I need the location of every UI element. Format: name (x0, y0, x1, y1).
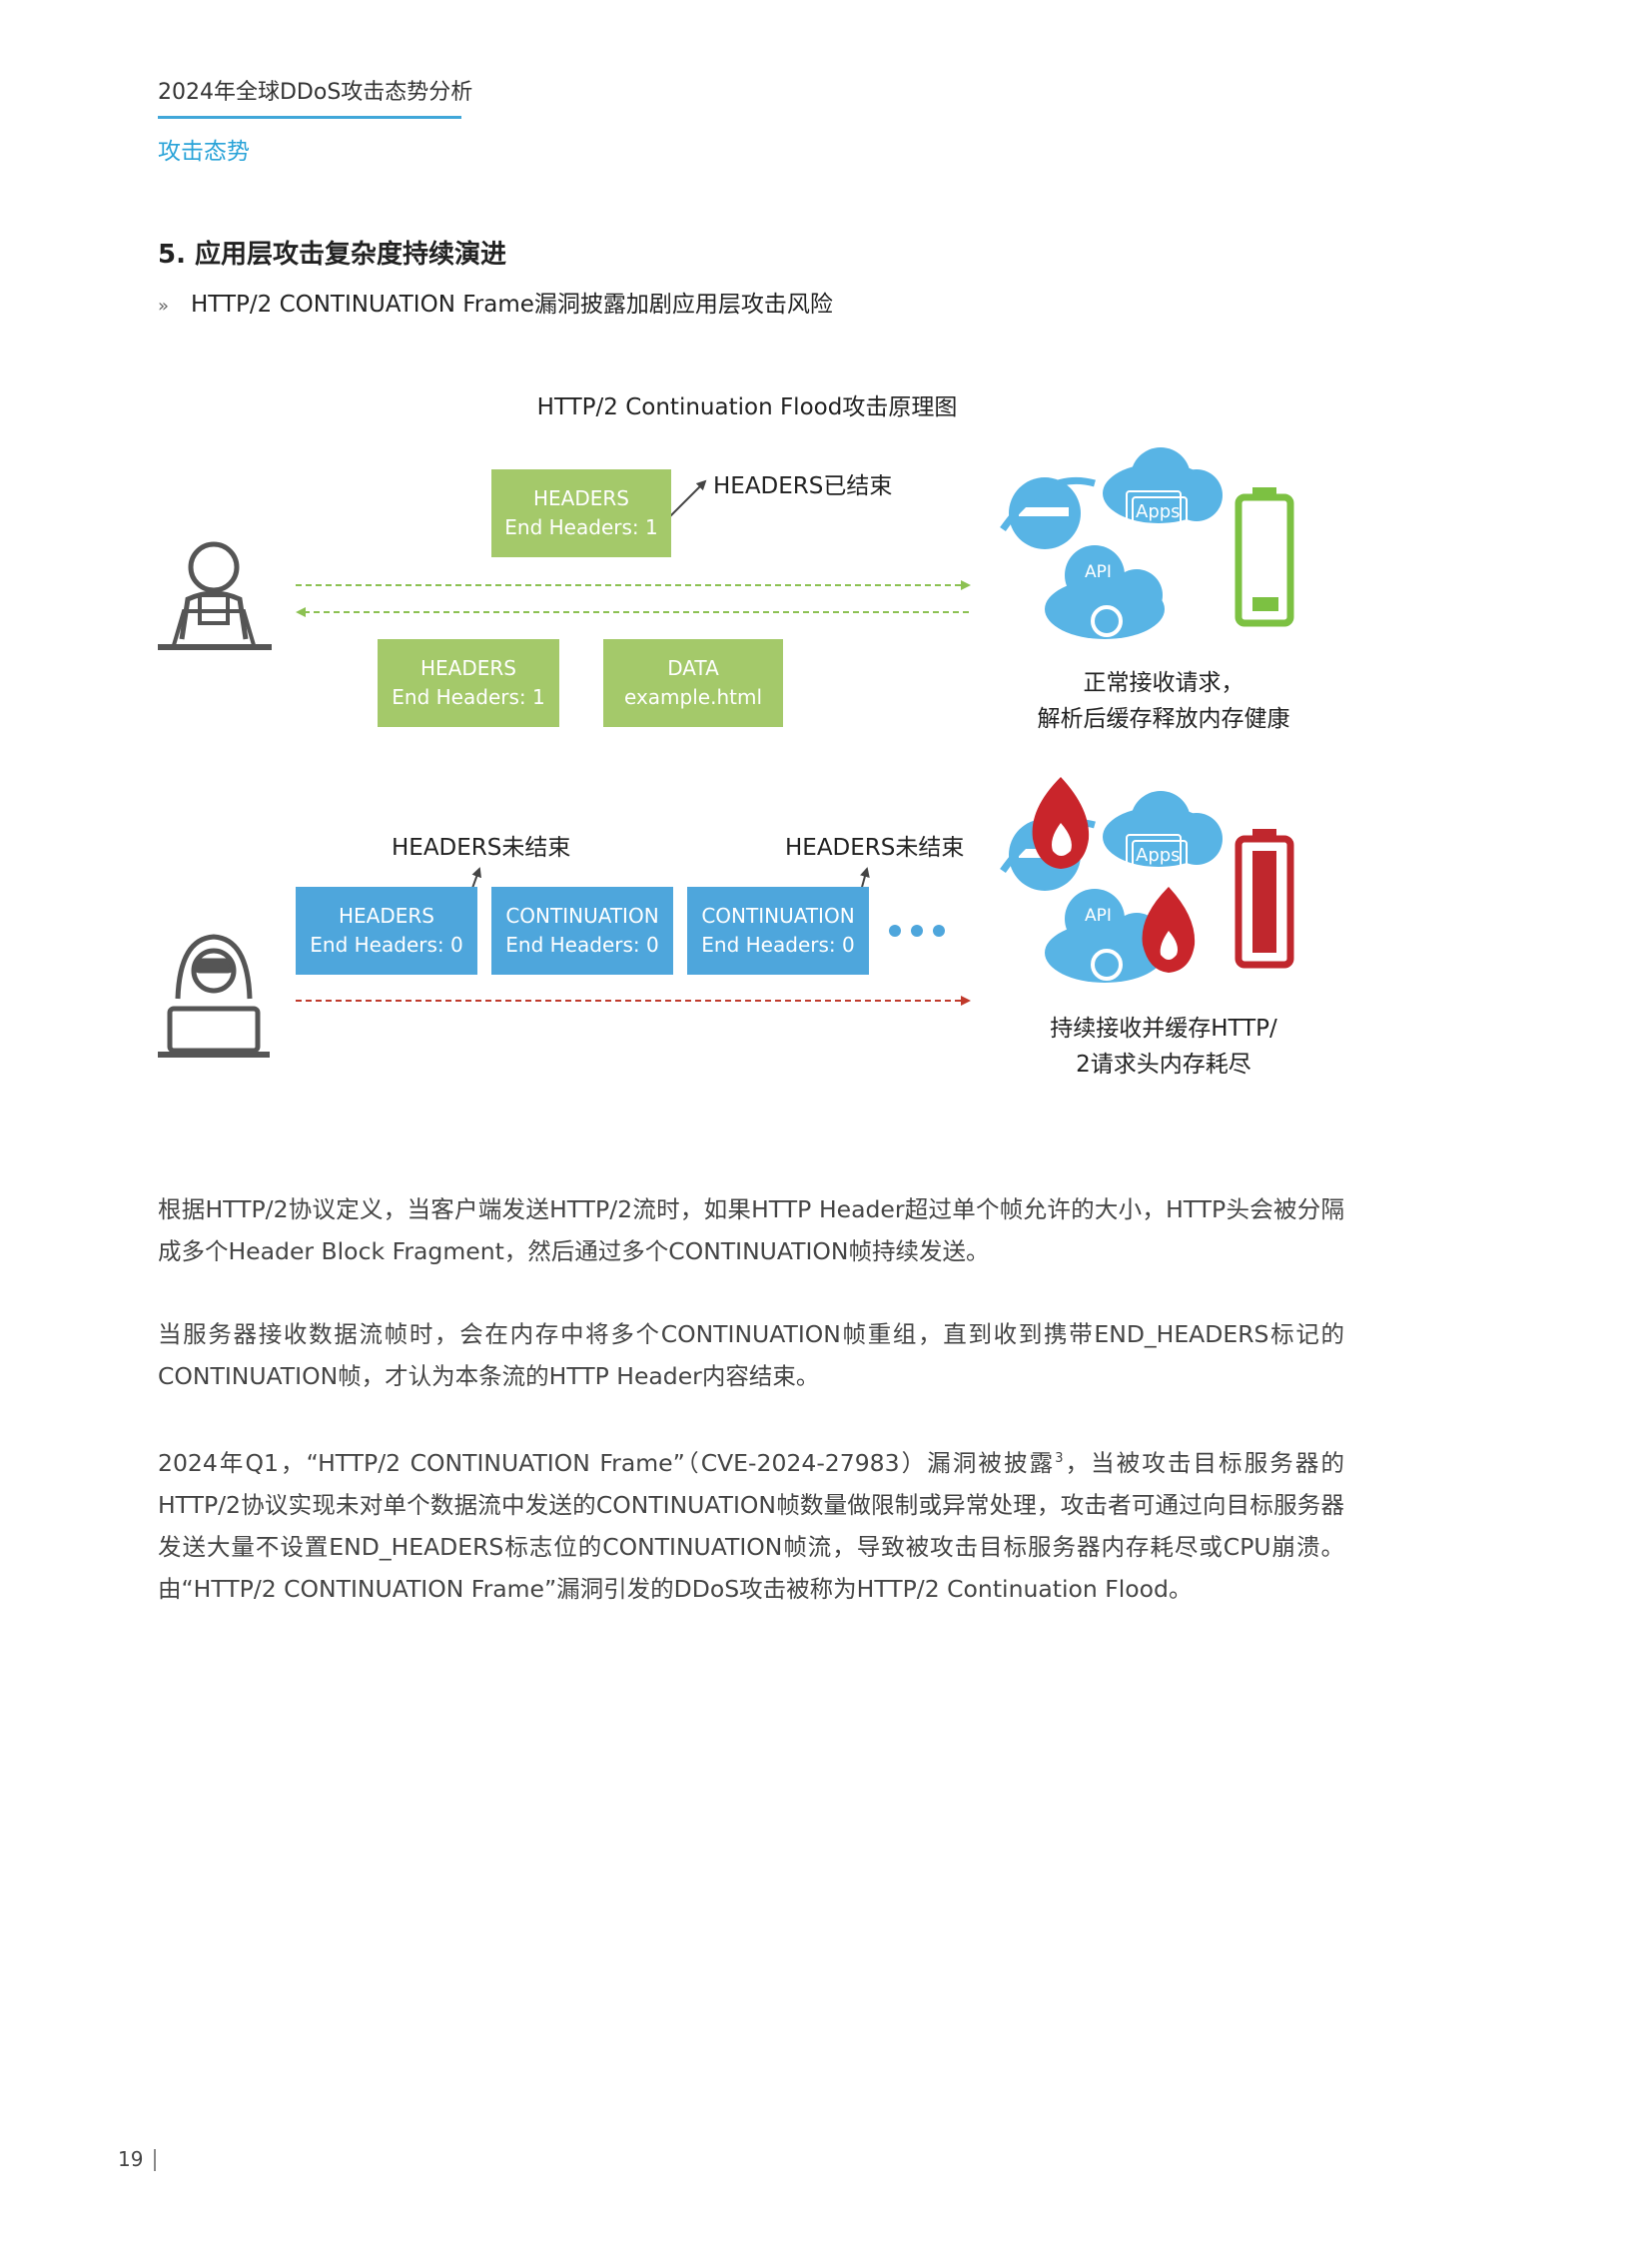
box-line-2: End Headers: 0 (701, 933, 855, 957)
box-line-2: example.html (624, 685, 762, 709)
paragraph-2: 当服务器接收数据流帧时，会在内存中将多个CONTINUATION帧重组，直到收到… (158, 1320, 1344, 1390)
header-divider (158, 116, 461, 119)
apps-cloud-icon-attacked (1103, 791, 1223, 882)
box-line-1: HEADERS (420, 656, 516, 680)
attack-caption: 持续接收并缓存HTTP/ 2请求头内存耗尽 (999, 1011, 1328, 1083)
paragraph-3: 2024年Q1，“HTTP/2 CONTINUATION Frame”（CVE-… (158, 1438, 1344, 1610)
normal-caption: 正常接收请求， 解析后缓存释放内存健康 (999, 665, 1328, 737)
ellipsis-dots (889, 925, 945, 937)
box-line-2: End Headers: 1 (392, 685, 545, 709)
caption-line-2: 解析后缓存释放内存健康 (1037, 706, 1290, 732)
battery-empty-icon (1235, 829, 1294, 969)
api-cloud-icon (1045, 545, 1165, 639)
caption-line-2: 2请求头内存耗尽 (1076, 1052, 1251, 1078)
attack-headers-box: HEADERS End Headers: 0 (296, 887, 477, 975)
normal-headers-box-bottom: HEADERS End Headers: 1 (378, 639, 559, 727)
hacker-icon (158, 934, 270, 1058)
page-number: 19 (118, 2147, 144, 2171)
box-line-1: DATA (667, 656, 719, 680)
flame-icon-2 (1142, 887, 1196, 973)
attack-continuation-box-2: CONTINUATION End Headers: 0 (687, 887, 869, 975)
box-line-2: End Headers: 0 (310, 933, 463, 957)
apps-label: Apps (1136, 501, 1181, 522)
box-line-2: End Headers: 1 (504, 515, 658, 539)
caption-line-1: 正常接收请求， (1083, 670, 1244, 696)
attack-continuation-box-1: CONTINUATION End Headers: 0 (491, 887, 673, 975)
normal-headers-box-top: HEADERS End Headers: 1 (491, 469, 671, 557)
attack-callout-right: HEADERS未结束 (785, 835, 965, 861)
section-heading: 5. 应用层攻击复杂度持续演进 (158, 240, 507, 270)
figure-graphics (158, 447, 1294, 1058)
browser-icon (1000, 476, 1096, 549)
paragraph-3-part-1: 2024年Q1，“HTTP/2 CONTINUATION Frame”（CVE-… (158, 1448, 1056, 1477)
document-title: 2024年全球DDoS攻击态势分析 (158, 80, 473, 105)
subsection-heading-text: HTTP/2 CONTINUATION Frame漏洞披露加剧应用层攻击风险 (191, 292, 833, 318)
api-label-attacked: API (1085, 906, 1112, 926)
page-number-divider (154, 2149, 156, 2171)
attack-callout-left: HEADERS未结束 (392, 835, 571, 861)
normal-callout: HEADERS已结束 (713, 473, 893, 499)
box-line-1: HEADERS (533, 486, 629, 510)
box-line-1: HEADERS (339, 904, 434, 928)
caption-line-1: 持续接收并缓存HTTP/ (1050, 1016, 1277, 1042)
api-label: API (1085, 562, 1112, 582)
box-line-1: CONTINUATION (505, 904, 659, 928)
paragraph-1: 根据HTTP/2协议定义，当客户端发送HTTP/2流时，如果HTTP Heade… (158, 1195, 1344, 1265)
subsection-heading: » HTTP/2 CONTINUATION Frame漏洞披露加剧应用层攻击风险 (158, 285, 833, 319)
battery-full-icon (1235, 487, 1294, 627)
normal-data-box: DATA example.html (603, 639, 783, 727)
user-icon (158, 541, 272, 650)
paragraph-3-part-2: ，当被攻击目标服务器的HTTP/2协议实现未对单个数据流中发送的CONTINUA… (158, 1448, 1344, 1603)
apps-cloud-icon (1103, 447, 1223, 538)
footnote-ref[interactable]: 3 (1055, 1451, 1064, 1466)
figure-title: HTTP/2 Continuation Flood攻击原理图 (536, 394, 958, 420)
section-label: 攻击态势 (158, 139, 250, 165)
box-line-1: CONTINUATION (701, 904, 855, 928)
apps-label-attacked: Apps (1136, 845, 1181, 866)
flame-icon (1032, 777, 1090, 869)
bullet-marker: » (158, 296, 170, 317)
box-line-2: End Headers: 0 (505, 933, 659, 957)
